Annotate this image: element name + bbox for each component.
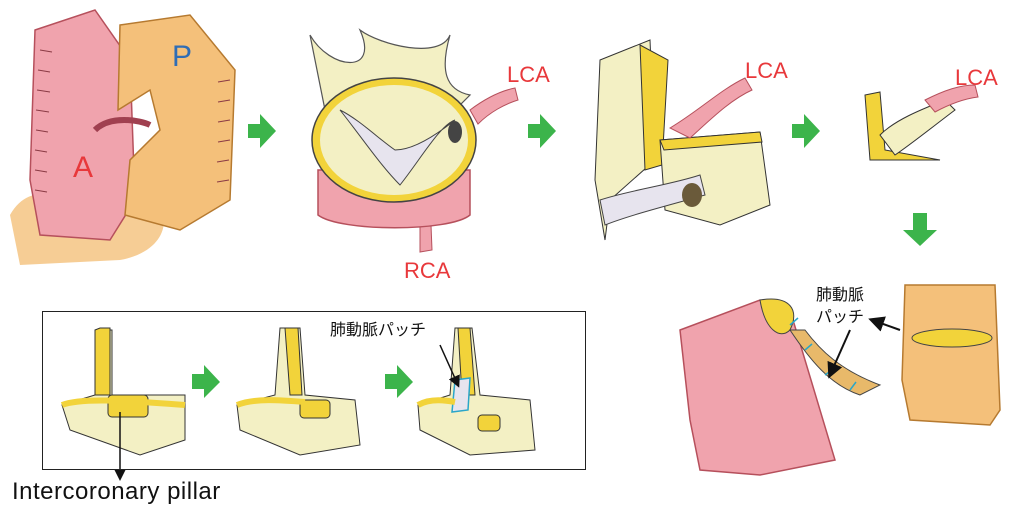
step-arrow-2	[528, 114, 556, 148]
inset-frame	[42, 311, 586, 470]
lca-vessel-1	[470, 88, 518, 124]
label-lca-2: LCA	[745, 60, 788, 82]
label-patch-inset: 肺動脈パッチ	[330, 322, 426, 338]
down-arrow	[903, 213, 937, 246]
label-patch-main-line2: パッチ	[816, 309, 864, 325]
panel-coronary-button	[595, 40, 770, 240]
panel-button-excised	[865, 85, 978, 160]
label-lca-1: LCA	[507, 64, 550, 86]
label-rca: RCA	[404, 260, 450, 282]
step-arrow-3	[792, 114, 820, 148]
label-patch-main-line1: 肺動脈	[816, 287, 864, 303]
panel-aortic-root	[310, 30, 518, 252]
pointer-line-patch-1	[872, 320, 900, 330]
label-pulmonary: P	[172, 42, 192, 72]
label-intercoronary-pillar: Intercoronary pillar	[12, 480, 221, 504]
label-lca-3: LCA	[955, 67, 998, 89]
panel-great-vessels	[10, 10, 235, 265]
step-arrow-1	[248, 114, 276, 148]
label-aorta: A	[73, 153, 93, 183]
lca-vessel-2	[670, 78, 752, 138]
